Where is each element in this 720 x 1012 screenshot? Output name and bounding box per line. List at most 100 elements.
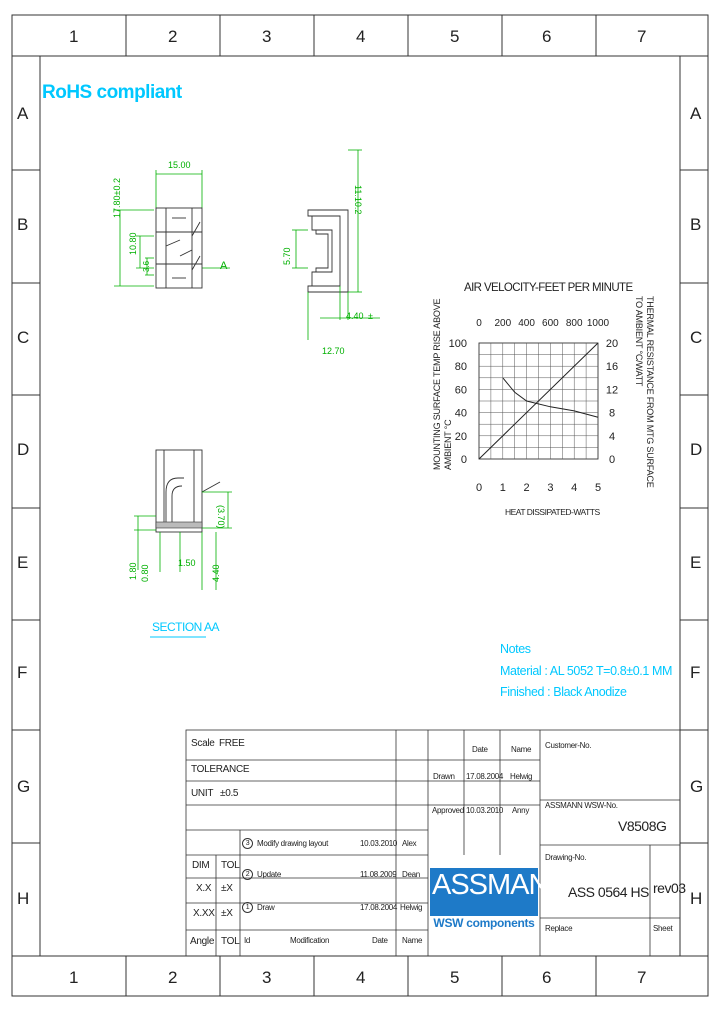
x-tick-label: 2: [524, 482, 530, 494]
y-tick-label: 40: [455, 408, 467, 420]
unit-value: ±0.5: [220, 788, 239, 799]
zone-col-label: 3: [262, 27, 272, 46]
tol-label: TOL: [221, 860, 240, 871]
logo-subtext: WSW components: [433, 916, 535, 930]
id-header: Id: [244, 936, 251, 945]
xx-label: X.XX: [193, 908, 215, 919]
front-view-drawing: [114, 170, 230, 289]
y2-tick-label: 12: [606, 384, 618, 396]
revision-date: 10.03.2010: [360, 839, 398, 848]
tolerance-label: TOLERANCE: [191, 764, 250, 775]
revision-name: Dean: [402, 870, 420, 879]
x-label: X.X: [196, 883, 212, 894]
dim-sec-bottom: 1.50: [178, 558, 196, 568]
zone-col-label: 7: [637, 968, 647, 987]
sheet-label: Sheet: [653, 924, 673, 933]
top-tick-label: 1000: [587, 318, 610, 329]
revision-id: 1: [242, 902, 253, 913]
chart-xlabel: HEAT DISSIPATED-WATTS: [505, 507, 600, 517]
notes-material: Material : AL 5052 T=0.8±0.1 MM: [500, 664, 672, 678]
y2-tick-label: 0: [609, 454, 615, 466]
xx-value: ±X: [221, 908, 233, 919]
zone-col-label: 6: [542, 27, 552, 46]
zone-col-label: 1: [69, 968, 79, 987]
zone-row-label: G: [17, 777, 31, 796]
y2-tick-label: 20: [606, 338, 618, 350]
zone-row-label: D: [17, 440, 30, 459]
x-tick-label: 1: [500, 482, 506, 494]
zone-col-label: 5: [450, 27, 460, 46]
replace-label: Replace: [545, 924, 573, 933]
dim-label: DIM: [192, 860, 210, 871]
revision-text: Draw: [257, 903, 275, 912]
drawn-date: 17.08.2004: [466, 772, 504, 781]
view-a-label: A: [220, 260, 228, 272]
approved-name: Anny: [512, 806, 530, 815]
assmann-no-value: V8508G: [618, 818, 667, 834]
zone-row-label: A: [690, 104, 702, 123]
zone-col-label: 3: [262, 968, 272, 987]
zone-row-label: B: [690, 215, 702, 234]
section-aa-underline: [150, 636, 206, 638]
rohs-label: RoHS compliant: [42, 82, 182, 103]
zone-row-label: H: [17, 889, 30, 908]
customer-no-label: Customer-No.: [545, 741, 592, 750]
rev-value: rev03: [653, 880, 686, 896]
zone-col-label: 4: [356, 968, 366, 987]
zone-row-label: A: [17, 104, 29, 123]
drawing-no-value: ASS 0564 HS: [568, 884, 649, 900]
top-tick-label: 800: [566, 318, 583, 329]
side-view-drawing: [292, 149, 380, 340]
zone-col-label: 2: [168, 27, 178, 46]
y-tick-label: 0: [461, 454, 467, 466]
notes-finished: Finished : Black Anodize: [500, 685, 627, 699]
y-tick-label: 60: [455, 384, 467, 396]
section-aa-label: SECTION AA: [152, 620, 220, 634]
zone-row-label: C: [690, 328, 703, 347]
dim-side-tol: ±: [368, 311, 373, 321]
zone-row-label: C: [17, 328, 30, 347]
top-tick-label: 400: [518, 318, 535, 329]
angle-label: Angle: [190, 936, 215, 947]
modification-header: Modification: [290, 936, 330, 945]
chart-series-line: [478, 342, 599, 460]
unit-label: UNIT: [191, 788, 214, 799]
chart-series-line: [502, 377, 599, 418]
drawing-no-label: Drawing-No.: [545, 853, 587, 862]
logo-text: ASSMANN: [432, 869, 569, 901]
revision-name: Helwig: [400, 903, 423, 912]
y2-tick-label: 4: [609, 431, 615, 443]
approved-label: Approved: [432, 806, 464, 815]
dim-side-offset: 4.40: [346, 311, 364, 321]
assmann-logo: ASSMANN: [430, 868, 569, 916]
zone-row-label: F: [17, 663, 28, 682]
zone-col-label: 6: [542, 968, 552, 987]
x-value: ±X: [221, 883, 233, 894]
x-tick-label: 5: [595, 482, 601, 494]
zone-row-label: E: [690, 553, 702, 572]
y-tick-label: 20: [455, 431, 467, 443]
revision-date: 11.08.2009: [360, 870, 397, 879]
notes-title: Notes: [500, 642, 531, 656]
x-tick-label: 3: [547, 482, 553, 494]
scale-label: Scale: [191, 738, 215, 749]
y-tick-label: 80: [455, 361, 467, 373]
drawn-label: Drawn: [433, 772, 455, 781]
scale-value: FREE: [219, 738, 245, 749]
revision-id: 2: [242, 869, 253, 880]
dim-side-bottom: 12.70: [322, 346, 345, 356]
top-tick-label: 600: [542, 318, 559, 329]
zone-col-label: 1: [69, 27, 79, 46]
revision-text: Modify drawing layout: [257, 839, 329, 848]
revision-name: Alex: [402, 839, 417, 848]
zone-col-label: 4: [356, 27, 366, 46]
top-tick-label: 200: [494, 318, 511, 329]
angle-tol: TOL: [221, 936, 240, 947]
y-tick-label: 100: [449, 338, 467, 350]
date-col-header: Date: [472, 745, 488, 754]
date-header: Date: [372, 936, 388, 945]
revision-date: 17.08.2004: [360, 903, 398, 912]
